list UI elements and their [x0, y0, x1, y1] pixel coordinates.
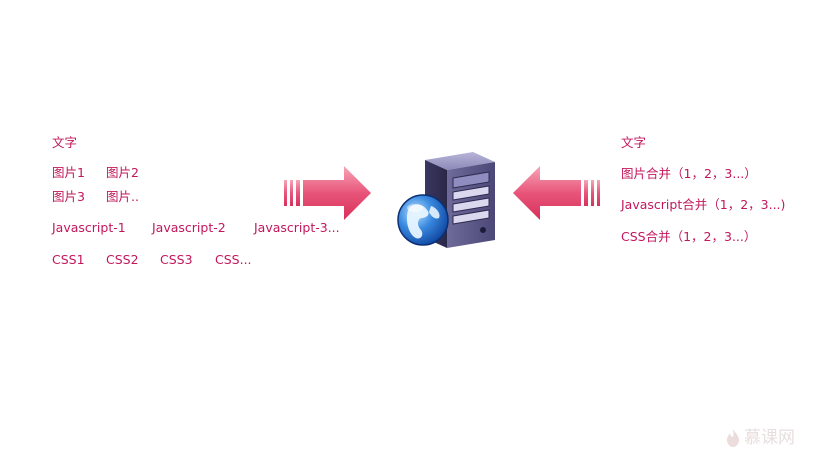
- flame-logo-icon: [727, 429, 739, 447]
- left-image-1: 图片1: [52, 165, 85, 180]
- left-title: 文字: [52, 135, 78, 150]
- left-css-1: CSS1: [52, 252, 85, 267]
- left-script-2: Javascript-2: [152, 220, 226, 235]
- watermark: 慕课网: [726, 428, 795, 448]
- right-item-images: 图片合并（1，2，3...）: [621, 166, 757, 181]
- right-title: 文字: [621, 135, 647, 150]
- left-image-3: 图片3: [52, 189, 85, 204]
- left-css-3: CSS3: [160, 252, 193, 267]
- watermark-text: 慕课网: [744, 428, 795, 448]
- server-with-globe-icon: [397, 152, 495, 248]
- left-image-more: 图片..: [106, 189, 139, 204]
- left-image-2: 图片2: [106, 165, 139, 180]
- left-css-2: CSS2: [106, 252, 139, 267]
- left-script-more: Javascript-3...: [254, 220, 340, 235]
- left-script-1: Javascript-1: [52, 220, 126, 235]
- right-item-scripts: Javascript合并（1，2，3...): [621, 197, 786, 212]
- left-css-more: CSS...: [215, 252, 252, 267]
- right-item-css: CSS合并（1，2，3...）: [621, 229, 757, 244]
- arrow-left-icon: [513, 166, 600, 220]
- arrow-right-icon: [284, 166, 371, 220]
